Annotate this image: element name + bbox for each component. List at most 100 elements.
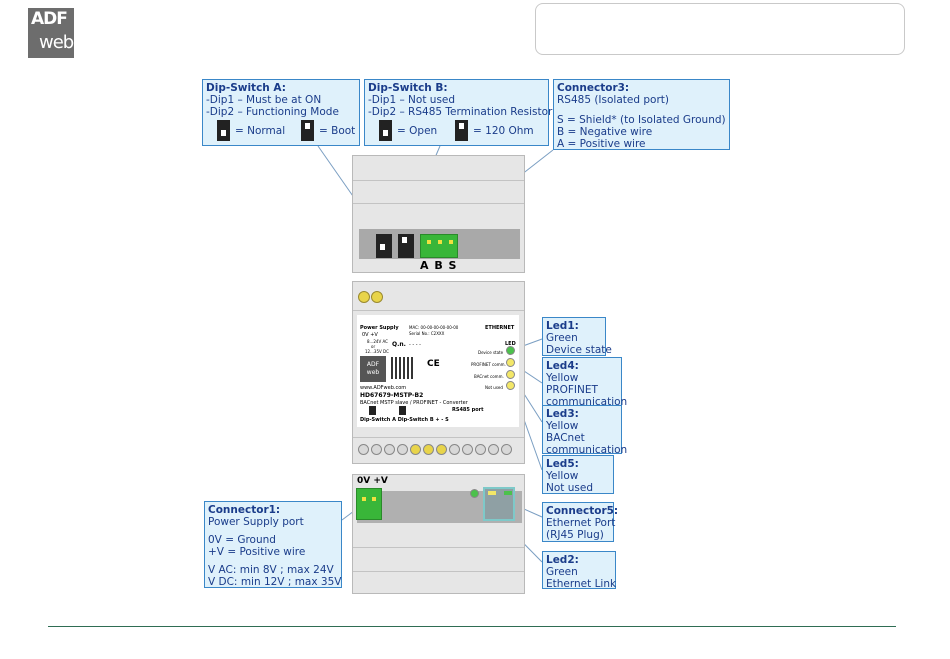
label-qn: Q.n. bbox=[392, 341, 406, 348]
label-logo-icon: ADF web bbox=[360, 356, 386, 382]
label-dip-a-icon bbox=[369, 406, 378, 422]
callout-connector3: Connector3: RS485 (Isolated port) S = Sh… bbox=[553, 79, 730, 150]
label-mac: MAC: 00-00-00-00-00-00 bbox=[409, 325, 459, 330]
qr-code-icon bbox=[391, 357, 413, 379]
label-dip-footer: Dip-Switch A Dip-Switch B + - S bbox=[360, 417, 449, 423]
label-ethernet: ETHERNET bbox=[485, 325, 515, 331]
callout-dip-a-normal: = Normal bbox=[235, 125, 286, 137]
callout-led1-title: Led1: bbox=[546, 320, 579, 332]
label-ov-v: 0V +V bbox=[362, 332, 378, 338]
led5-not-used bbox=[506, 381, 515, 390]
callout-conn3-line4: A = Positive wire bbox=[557, 138, 646, 150]
led3-bacnet bbox=[506, 370, 515, 379]
callout-led3: Led3: Yellow BACnet communication bbox=[542, 405, 628, 456]
label-part-number: HD67679-MSTP-B2 bbox=[360, 392, 424, 399]
callout-conn3-line2: S = Shield* (to Isolated Ground) bbox=[557, 114, 726, 126]
callout-conn1-line1: Power Supply port bbox=[208, 516, 304, 528]
callout-dip-switch-a: Dip-Switch A: -Dip1 – Must be at ON -Dip… bbox=[202, 79, 360, 146]
callout-conn5-line2: (RJ45 Plug) bbox=[546, 529, 604, 541]
callout-led3-line3: communication bbox=[546, 444, 628, 456]
label-website: www.ADFweb.com bbox=[360, 385, 407, 391]
dip-open-icon bbox=[379, 120, 392, 141]
callout-led1-line2: Device state bbox=[546, 344, 612, 356]
callout-conn3-line3: B = Negative wire bbox=[557, 126, 653, 138]
callout-led1: Led1: Green Device state bbox=[542, 317, 612, 356]
callout-dip-a-line1: -Dip1 – Must be at ON bbox=[206, 94, 322, 106]
led4-profinet bbox=[506, 358, 515, 367]
callout-dip-a-line2: -Dip2 – Functioning Mode bbox=[206, 106, 339, 118]
callout-dip-a-title: Dip-Switch A: bbox=[206, 82, 286, 94]
callout-connector1: Connector1: Power Supply port 0V = Groun… bbox=[204, 501, 342, 588]
callout-conn3-line1: RS485 (Isolated port) bbox=[557, 94, 669, 106]
footer-line bbox=[48, 626, 896, 627]
callout-conn5-line1: Ethernet Port bbox=[546, 517, 616, 529]
callout-led3-line2: BACnet bbox=[546, 432, 585, 444]
callout-dip-b-title: Dip-Switch B: bbox=[368, 82, 448, 94]
callout-dip-b-line1: -Dip1 – Not used bbox=[368, 94, 456, 106]
callout-dip-b-ohm: = 120 Ohm bbox=[473, 125, 534, 137]
callout-led5-line1: Yellow bbox=[546, 470, 579, 482]
callout-led4: Led4: Yellow PROFINET communication bbox=[542, 357, 627, 408]
callout-led4-line2: PROFINET bbox=[546, 384, 598, 396]
screw-2 bbox=[371, 291, 383, 303]
callout-conn1-line3: +V = Positive wire bbox=[208, 546, 306, 558]
callout-led2-title: Led2: bbox=[546, 554, 579, 566]
callout-dip-switch-b: Dip-Switch B: -Dip1 – Not used -Dip2 – R… bbox=[364, 79, 553, 146]
callout-led2-line1: Green bbox=[546, 566, 578, 578]
device-label-plate: Power Supply 0V +V 8...24V AC or 12...35… bbox=[357, 315, 519, 427]
rs485-terminal-block bbox=[420, 234, 458, 258]
logo-text-bottom: web bbox=[39, 32, 74, 53]
label-qn-value: - - - - bbox=[409, 342, 421, 348]
dip-boot-icon bbox=[301, 120, 314, 141]
callout-dip-b-line2: -Dip2 – RS485 Termination Resistor bbox=[368, 106, 553, 118]
label-led: LED bbox=[505, 341, 516, 347]
dip-normal-icon bbox=[217, 120, 230, 141]
callout-dip-b-open: = Open bbox=[397, 125, 438, 137]
adfweb-logo: ADF web bbox=[28, 8, 74, 58]
callout-led5-title: Led5: bbox=[546, 458, 579, 470]
dip-switch-b[interactable] bbox=[398, 234, 414, 258]
label-description: BACnet MSTP slave / PROFINET - Converter bbox=[360, 400, 468, 406]
label-device-state: Device state bbox=[478, 350, 504, 355]
label-or: or bbox=[371, 344, 376, 349]
label-logo-text: ADF web bbox=[366, 361, 380, 376]
callout-led5: Led5: Yellow Not used bbox=[542, 455, 614, 494]
callout-led5-line2: Not used bbox=[546, 482, 593, 494]
dip-switch-a[interactable] bbox=[376, 234, 392, 258]
label-range2: 12...35V DC bbox=[365, 349, 389, 354]
callout-conn1-title: Connector1: bbox=[208, 504, 281, 516]
callout-led4-line1: Yellow bbox=[546, 372, 579, 384]
logo-text-top: ADF bbox=[31, 9, 68, 29]
callout-led2-line2: Ethernet Link bbox=[546, 578, 617, 590]
label-rs485-port: RS485 port bbox=[452, 407, 484, 413]
callout-conn1-line4: V AC: min 8V ; max 24V bbox=[208, 564, 334, 576]
power-terminal-labels: 0V +V bbox=[357, 476, 388, 486]
label-range1: 8...24V AC bbox=[367, 339, 388, 344]
callout-led3-line1: Yellow bbox=[546, 420, 579, 432]
label-serial: Serial No.: C2XXX bbox=[409, 331, 445, 336]
callout-conn5-title: Connector5: bbox=[546, 505, 619, 517]
callout-dip-a-boot: = Boot bbox=[319, 125, 356, 137]
callout-conn1-line5: V DC: min 12V ; max 35V bbox=[208, 576, 342, 588]
rj45-port bbox=[483, 487, 515, 521]
label-dip-b-icon bbox=[399, 406, 408, 422]
callout-led4-title: Led4: bbox=[546, 360, 579, 372]
led1-device-state bbox=[506, 346, 515, 355]
header-box bbox=[535, 3, 905, 55]
dip-120ohm-icon bbox=[455, 120, 468, 141]
label-power-supply: Power Supply bbox=[360, 325, 399, 331]
callout-led2: Led2: Green Ethernet Link bbox=[542, 551, 617, 590]
rs485-terminal-labels: A B S bbox=[420, 259, 458, 272]
label-bacnet-comm: BACnet comm. bbox=[474, 374, 504, 379]
power-terminal-block bbox=[356, 488, 382, 520]
callout-led3-title: Led3: bbox=[546, 408, 579, 420]
callout-conn1-line2: 0V = Ground bbox=[208, 534, 276, 546]
led2-ethernet-link bbox=[470, 489, 479, 498]
label-not-used: Not used bbox=[485, 385, 503, 390]
callout-connector5: Connector5: Ethernet Port (RJ45 Plug) bbox=[542, 502, 619, 542]
ce-mark-icon: CE bbox=[427, 359, 440, 369]
callout-led1-line1: Green bbox=[546, 332, 578, 344]
callout-conn3-title: Connector3: bbox=[557, 82, 630, 94]
screw-1 bbox=[358, 291, 370, 303]
label-profinet-comm: PROFINET comm. bbox=[471, 362, 506, 367]
